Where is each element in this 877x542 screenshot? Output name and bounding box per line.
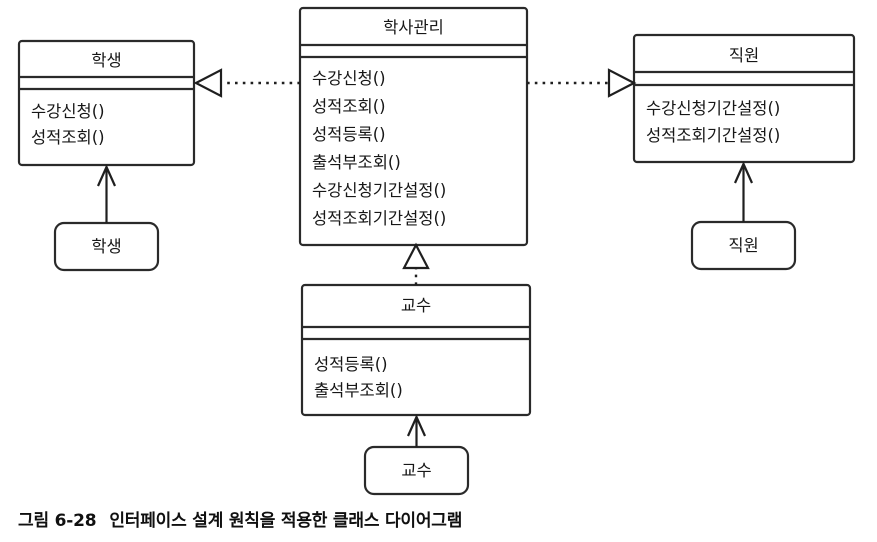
connector-realization-academic-student <box>193 68 300 98</box>
class-method-academic-3: 출석부조회() <box>312 153 401 172</box>
class-method-academic-2: 성적등록() <box>312 125 386 144</box>
connector-realization-professor-academic <box>402 242 430 285</box>
hollow-triangle-icon <box>402 242 430 270</box>
class-method-student-1: 성적조회() <box>31 128 105 147</box>
class-box-student-interface[interactable]: 학생 수강신청() 성적조회() <box>17 39 196 167</box>
class-method-academic-4: 수강신청기간설정() <box>312 181 446 200</box>
class-name-academic: 학사관리 <box>383 18 444 37</box>
class-box-academic-management[interactable]: 학사관리 수강신청() 성적조회() 성적등록() 출석부조회() 수강신청기간… <box>298 6 529 247</box>
open-arrow-icon <box>733 161 754 184</box>
class-method-staff-1: 성적조회기간설정() <box>646 126 780 145</box>
class-method-academic-5: 성적조회기간설정() <box>312 209 446 228</box>
hollow-triangle-icon <box>607 68 637 98</box>
class-method-student-0: 수강신청() <box>31 102 105 121</box>
figure-caption-number: 그림 6-28 <box>18 511 97 531</box>
figure-caption: 그림 6-28 인터페이스 설계 원칙을 적용한 클래스 다이어그램 <box>18 506 462 531</box>
class-method-professor-1: 출석부조회() <box>314 381 403 400</box>
class-method-academic-0: 수강신청() <box>312 69 386 88</box>
actor-box-student[interactable]: 학생 <box>53 221 160 272</box>
class-box-academic-outline <box>298 6 529 247</box>
connector-dependency-student <box>96 164 117 223</box>
hollow-triangle-icon <box>193 68 223 98</box>
open-arrow-icon <box>406 414 427 437</box>
class-method-academic-1: 성적조회() <box>312 97 386 116</box>
connector-dependency-staff <box>733 161 754 222</box>
actor-label-professor: 교수 <box>401 461 431 480</box>
class-name-student: 학생 <box>91 51 121 70</box>
connector-dependency-professor <box>406 414 427 447</box>
open-arrow-icon <box>96 164 117 187</box>
class-box-staff-interface[interactable]: 직원 수강신청기간설정() 성적조회기간설정() <box>632 33 856 164</box>
actor-box-staff[interactable]: 직원 <box>690 220 797 271</box>
class-box-staff-outline <box>632 33 856 164</box>
actor-label-staff: 직원 <box>728 236 758 255</box>
actor-label-student: 학생 <box>91 237 121 256</box>
figure-caption-text: 인터페이스 설계 원칙을 적용한 클래스 다이어그램 <box>109 511 463 531</box>
class-method-staff-0: 수강신청기간설정() <box>646 99 780 118</box>
class-method-professor-0: 성적등록() <box>314 355 388 374</box>
class-box-professor-interface[interactable]: 교수 성적등록() 출석부조회() <box>300 283 532 417</box>
connector-realization-academic-staff <box>527 68 637 98</box>
class-name-staff: 직원 <box>729 46 759 65</box>
actor-box-professor[interactable]: 교수 <box>363 445 470 496</box>
class-name-professor: 교수 <box>401 296 431 315</box>
